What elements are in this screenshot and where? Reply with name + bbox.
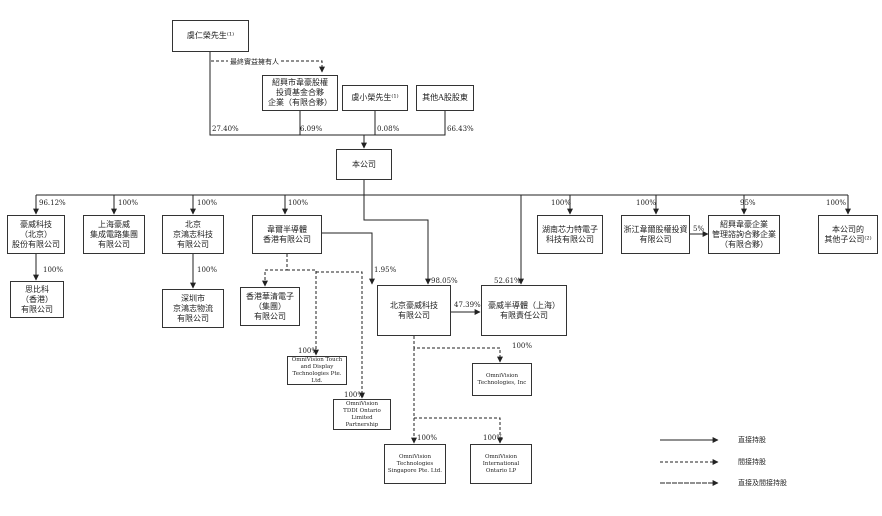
pct-100-shenzhen: 100% bbox=[197, 266, 218, 274]
pct-5: 5% bbox=[693, 225, 705, 233]
pct-100-ovintl: 100% bbox=[483, 434, 504, 442]
pct-100-sibike: 100% bbox=[43, 266, 64, 274]
legend-direct-label: 直接持股 bbox=[738, 436, 766, 444]
line-weierhk-to-bjhw bbox=[322, 232, 375, 285]
entity-yu-renrong: 虞仁榮先生⁽¹⁾ bbox=[172, 20, 249, 52]
entity-ov-touch: OmniVision Touch and Display Technologie… bbox=[287, 356, 347, 385]
pct-9805: 98.05% bbox=[431, 277, 458, 285]
pct-008: 0.08% bbox=[377, 125, 400, 133]
pct-4739: 47.39% bbox=[454, 301, 481, 309]
pct-5261: 52.61% bbox=[494, 277, 521, 285]
entity-other-a: 其他A股股東 bbox=[416, 85, 474, 111]
entity-other-subs: 本公司的 其他子公司⁽²⁾ bbox=[818, 215, 878, 254]
entity-weier-hk: 韋爾半導體 香港有限公司 bbox=[252, 215, 322, 254]
entity-sibike: 思比科 （香港） 有限公司 bbox=[10, 281, 64, 318]
legend-both-label: 直接及間接持股 bbox=[738, 479, 787, 487]
pct-100-jinghongzhi: 100% bbox=[197, 199, 218, 207]
pct-100-zhejiang: 100% bbox=[636, 199, 657, 207]
pct-100-shanghai: 100% bbox=[118, 199, 139, 207]
entity-beijing-haowei: 北京豪威科技 有限公司 bbox=[377, 285, 451, 336]
entity-beijing-jinghongzhi: 北京 京鴻志科技 有限公司 bbox=[162, 215, 224, 254]
pct-100-ovinc: 100% bbox=[512, 342, 533, 350]
pct-100-weier-hk: 100% bbox=[288, 199, 309, 207]
entity-haowei-beijing: 豪威科技 （北京） 股份有限公司 bbox=[7, 215, 65, 254]
pct-6643: 66.43% bbox=[447, 125, 474, 133]
pct-100-touch: 100% bbox=[298, 347, 319, 355]
entity-shanghai-haowei: 上海豪威 集成電路集團 有限公司 bbox=[83, 215, 145, 254]
pct-100-other: 100% bbox=[826, 199, 847, 207]
entity-company: 本公司 bbox=[336, 149, 392, 180]
line-company-to-bjhw bbox=[363, 195, 431, 285]
entity-ov-sg: OmniVision Technologies Singapore Pte. L… bbox=[384, 444, 446, 484]
pct-609: 6.09% bbox=[300, 125, 323, 133]
label-ultimate-owner: 最終實益擁有人 bbox=[228, 58, 281, 66]
pct-195: 1.95% bbox=[374, 266, 397, 274]
entity-shaoxing-mgmt: 紹興韋豪企業 管理諮詢合夥企業 （有限合夥） bbox=[708, 215, 780, 254]
entity-shenzhen-jinghongzhi: 深圳市 京鴻志物流 有限公司 bbox=[162, 289, 224, 328]
entity-zhejiang: 浙江韋爾股權投資 有限公司 bbox=[621, 215, 690, 254]
entity-ov-tddi: OmniVision TDDI Ontario Limited Partners… bbox=[333, 399, 391, 430]
entity-fund: 紹興市韋豪股權 投資基金合夥 企業（有限合夥） bbox=[262, 75, 338, 111]
entity-hunan: 湖南芯力特電子 科技有限公司 bbox=[537, 215, 603, 254]
pct-100-ovsg: 100% bbox=[417, 434, 438, 442]
pct-2740: 27.40% bbox=[212, 125, 239, 133]
entity-ov-intl: OmniVision International Ontario LP bbox=[470, 444, 532, 484]
entity-ov-inc: OmniVision Technologies, Inc bbox=[472, 363, 532, 396]
line-yu-to-company bbox=[209, 52, 364, 136]
entity-haowei-shanghai: 豪威半導體（上海） 有限責任公司 bbox=[481, 285, 567, 336]
pct-100-tddi: 100% bbox=[344, 391, 365, 399]
pct-9612: 96.12% bbox=[39, 199, 66, 207]
entity-hk-huaqing: 香港華清電子 （集團） 有限公司 bbox=[240, 287, 300, 326]
pct-100-hunan: 100% bbox=[551, 199, 572, 207]
entity-yu-xiaorong: 虞小榮先生⁽¹⁾ bbox=[342, 85, 408, 111]
legend-indirect-label: 間接持股 bbox=[738, 458, 766, 466]
pct-95: 95% bbox=[740, 199, 756, 207]
line-other-a-to-company bbox=[364, 110, 446, 136]
